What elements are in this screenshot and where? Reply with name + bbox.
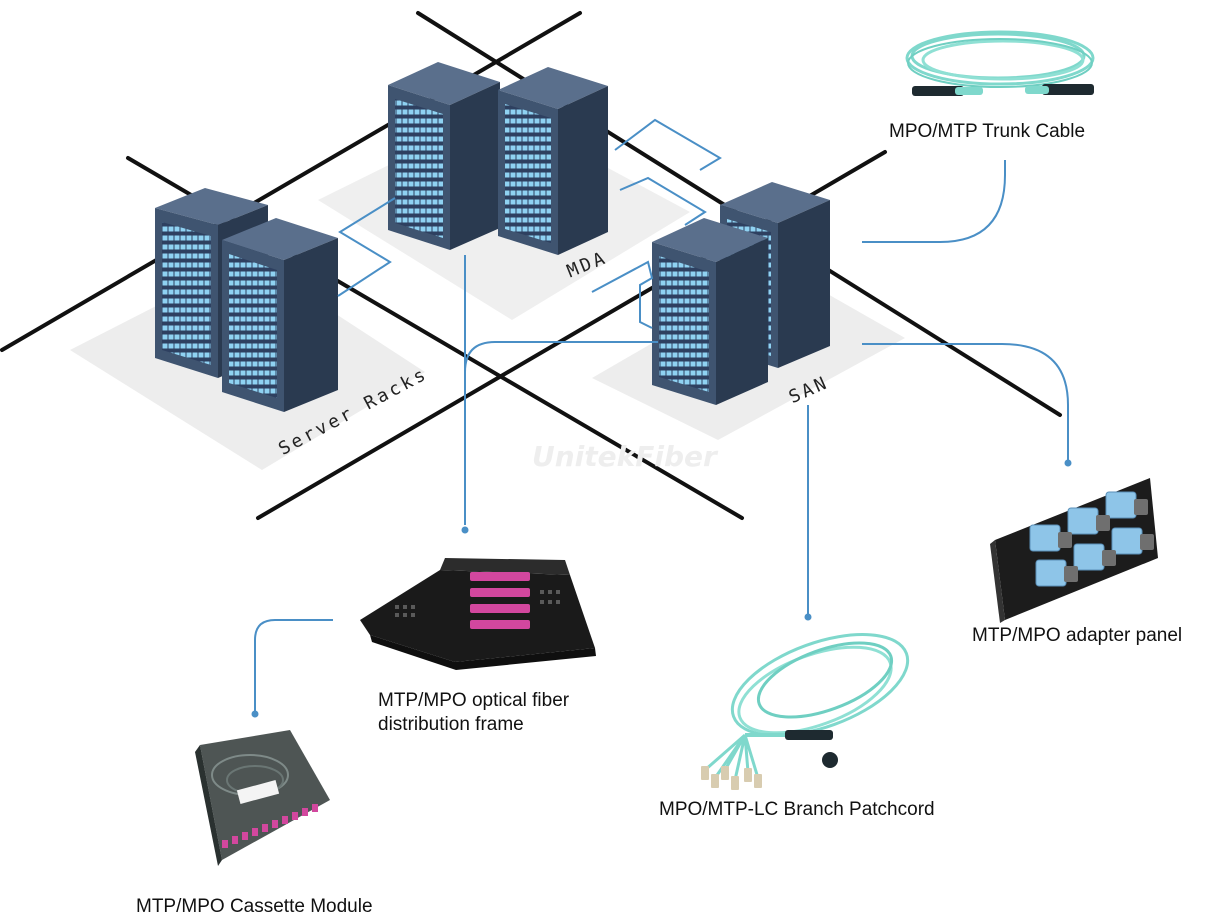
adapter-port-icon	[1111, 527, 1143, 555]
connector-dot	[804, 613, 812, 621]
watermark: UnitekFiber	[532, 440, 717, 473]
label-distribution-frame-line2: distribution frame	[378, 713, 524, 735]
connector-mda-to-san-lower	[619, 176, 707, 226]
lc-port-icon	[262, 824, 268, 832]
connector-san-loop	[591, 260, 654, 329]
label-distribution-frame: MTP/MPO optical fiber distribution frame	[378, 689, 569, 737]
adapter-port-icon	[1035, 559, 1067, 587]
label-adapter-panel: MTP/MPO adapter panel	[972, 625, 1183, 646]
mpo-connector-icon	[470, 572, 530, 581]
label-distribution-frame-line1: MTP/MPO optical fiber	[378, 690, 570, 711]
connector-dot	[461, 526, 469, 534]
rack-group-server-racks	[155, 188, 338, 412]
mpo-connector-icon	[785, 730, 833, 740]
lc-connector-icon	[721, 766, 729, 780]
grid-line	[0, 11, 582, 352]
lc-connector-icon	[711, 774, 719, 788]
adapter-port-icon	[1073, 543, 1105, 571]
adapter-port-icon	[1029, 524, 1061, 552]
server-rack	[222, 218, 338, 412]
mpo-connector-icon	[470, 604, 530, 613]
label-cassette-module: MTP/MPO Cassette Module	[136, 896, 373, 917]
connector-to-trunk-cable	[862, 160, 1006, 243]
lc-port-icon	[292, 812, 298, 820]
lc-port-icon	[252, 828, 258, 836]
connector-dot	[1064, 459, 1072, 467]
lc-connector-icon	[701, 766, 709, 780]
lc-connector-icon	[744, 768, 752, 782]
mpo-connector-icon	[912, 86, 964, 96]
connector-endpoints	[251, 459, 1072, 718]
connector-lines	[254, 118, 1069, 712]
adapter-port-icon	[1105, 491, 1137, 519]
rack-group-mda	[388, 62, 608, 255]
connector-mda-to-san	[614, 118, 722, 171]
connector-to-adapter-panel	[862, 343, 1069, 462]
mda-rack	[388, 62, 500, 250]
san-rack	[652, 218, 768, 405]
lc-port-icon	[272, 820, 278, 828]
lc-port-icon	[232, 836, 238, 844]
connector-dot	[251, 710, 259, 718]
module-label	[236, 780, 280, 804]
mpo-connector-icon	[470, 588, 530, 597]
rack-group-san	[652, 182, 830, 405]
lc-connector-icon	[731, 776, 739, 790]
lc-port-icon	[242, 832, 248, 840]
mpo-connector-icon	[470, 620, 530, 629]
adapter-panel-image	[990, 478, 1158, 623]
lc-port-icon	[302, 808, 308, 816]
lc-port-icon	[312, 804, 318, 812]
mpo-connector-icon	[822, 752, 838, 768]
label-branch-patchcord: MPO/MTP-LC Branch Patchcord	[659, 799, 935, 820]
connector-san-to-distribution-frame	[464, 341, 658, 373]
distribution-frame-image	[360, 558, 596, 670]
lc-connector-group	[701, 766, 762, 790]
branch-patchcord-image	[704, 633, 910, 781]
lc-connector-icon	[754, 774, 762, 788]
label-trunk-cable: MPO/MTP Trunk Cable	[889, 121, 1086, 142]
adapter-port-icon	[1067, 507, 1099, 535]
mda-rack	[498, 67, 608, 255]
trunk-cable-image	[905, 30, 1095, 96]
lc-port-icon	[282, 816, 288, 824]
mpo-connector-icon	[1042, 84, 1094, 95]
lc-port-icon	[222, 840, 228, 848]
connector-to-cassette-module	[254, 619, 333, 712]
connector-mda-to-server-racks	[337, 197, 396, 297]
cassette-module-image	[195, 730, 330, 866]
